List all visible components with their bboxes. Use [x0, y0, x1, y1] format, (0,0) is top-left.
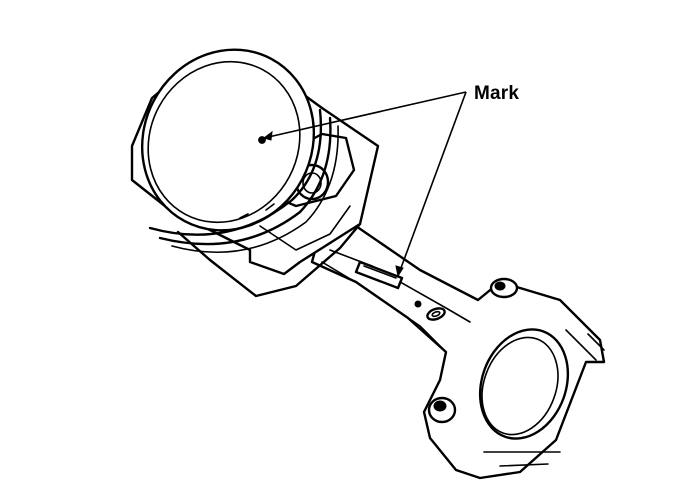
mark-callout: [262, 91, 467, 278]
mark-leader-piston: [263, 91, 467, 139]
rod-beam-channel: [329, 249, 471, 323]
connecting-rod: [310, 220, 606, 480]
piston-crown: [140, 48, 316, 232]
rod-beam-channel-lower: [321, 261, 445, 351]
rod-big-end-bore: [478, 328, 570, 440]
piston-crown-rim: [147, 60, 301, 224]
rod-oil-hole: [426, 307, 446, 321]
mark-label: Mark: [474, 83, 520, 104]
piston: [130, 48, 380, 298]
piston-ring-groove-1: [148, 108, 323, 236]
rod-mark-pad: [354, 260, 404, 290]
piston-ring-groove-2: [158, 116, 332, 246]
piston-ring-groove-3: [171, 125, 339, 254]
mark-leader-rod: [397, 91, 467, 277]
